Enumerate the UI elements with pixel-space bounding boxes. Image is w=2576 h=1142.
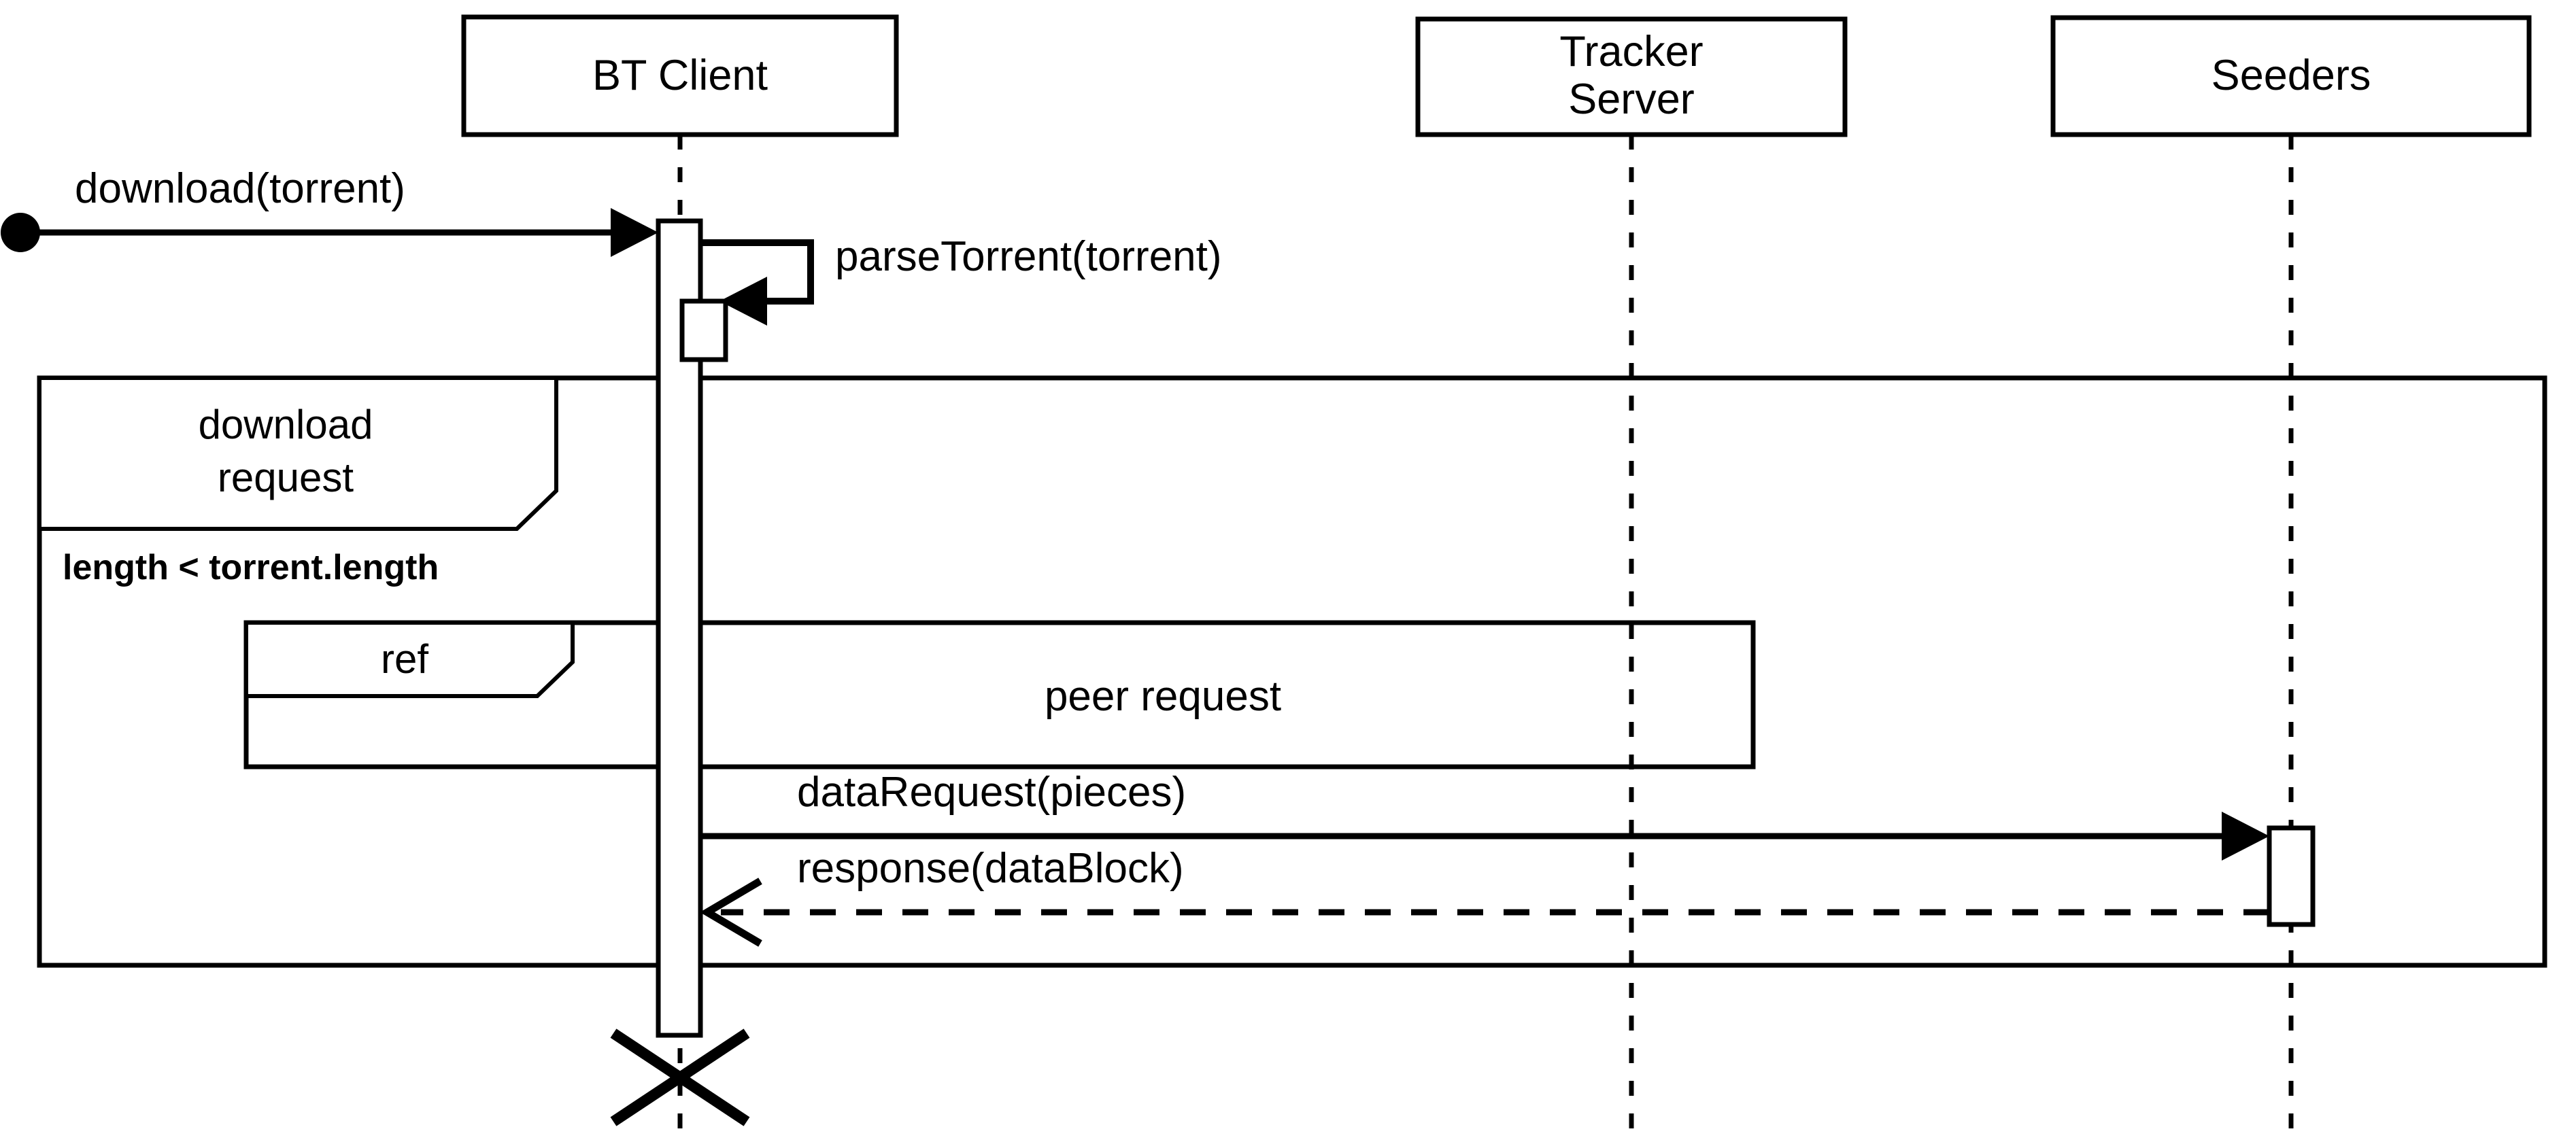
arrowhead-parse-torrent <box>719 277 767 326</box>
fragment-download-request <box>37 375 2547 968</box>
fragment-peer-request-ref-body: peer request <box>1045 673 1281 720</box>
message-label-download: download(torrent) <box>75 165 405 212</box>
fragment-download-request-tab <box>37 376 558 531</box>
message-line-parse-torrent <box>700 239 814 305</box>
message-label-parse-torrent: parseTorrent(torrent) <box>835 233 1222 280</box>
message-label-response: response(dataBlock) <box>797 845 1184 892</box>
lifeline-label-tracker-server-line1: Tracker <box>1559 28 1703 75</box>
fragment-peer-request-ref-label: ref <box>381 636 428 682</box>
arrowhead-download <box>611 208 658 257</box>
message-label-data-request: dataRequest(pieces) <box>797 769 1186 816</box>
arrowhead-response <box>700 878 762 947</box>
fragment-download-request-label-line2: request <box>218 455 354 500</box>
fragment-download-request-label-line1: download <box>199 402 373 447</box>
arrowhead-data-request <box>2222 812 2269 861</box>
lifeline-head-tracker-server[interactable] <box>1415 16 1848 137</box>
lifeline-label-bt-client: BT Client <box>592 52 768 99</box>
lifeline-head-seeders[interactable] <box>2050 15 2532 137</box>
lifeline-label-tracker-server-line2: Server <box>1568 75 1695 123</box>
lifeline-head-bt-client[interactable] <box>461 14 899 137</box>
lifeline-label-seeders: Seeders <box>2211 52 2371 99</box>
fragment-guard-condition: length < torrent.length <box>63 548 439 587</box>
destruction-marker-stroke-2 <box>610 1028 750 1126</box>
activation-bar-bt-client-nested <box>679 298 728 362</box>
fragment-peer-request-ref-tab <box>244 621 575 698</box>
activation-bar-seeders <box>2267 825 2316 927</box>
